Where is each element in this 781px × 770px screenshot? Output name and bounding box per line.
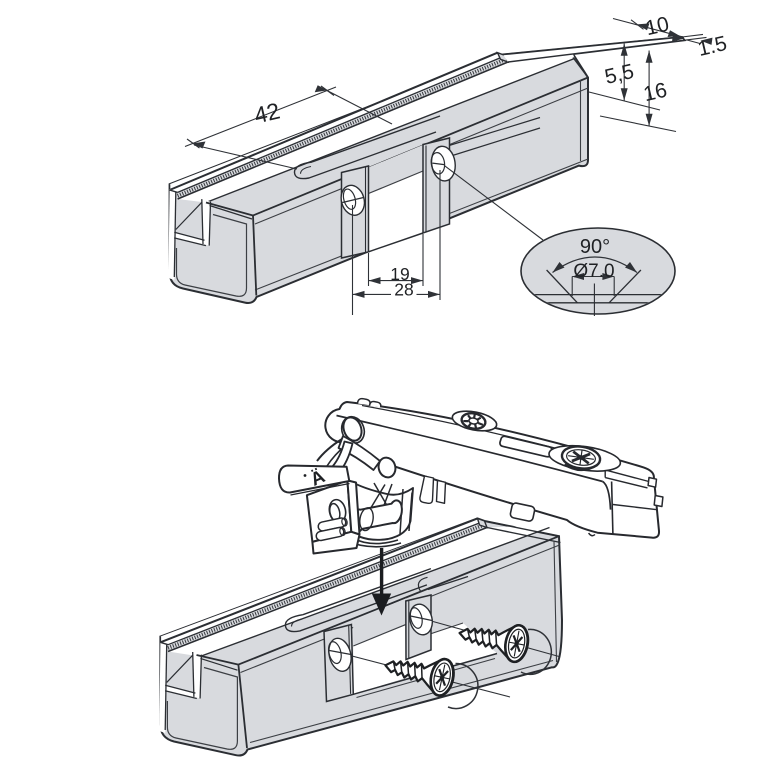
svg-text:19: 19 xyxy=(390,264,409,284)
svg-text:90°: 90° xyxy=(580,236,610,258)
svg-text:Ø7.0: Ø7.0 xyxy=(573,261,614,282)
svg-text:10: 10 xyxy=(643,13,671,41)
svg-text:42: 42 xyxy=(252,97,283,128)
svg-text:16: 16 xyxy=(641,79,669,107)
svg-text:28: 28 xyxy=(394,280,413,300)
